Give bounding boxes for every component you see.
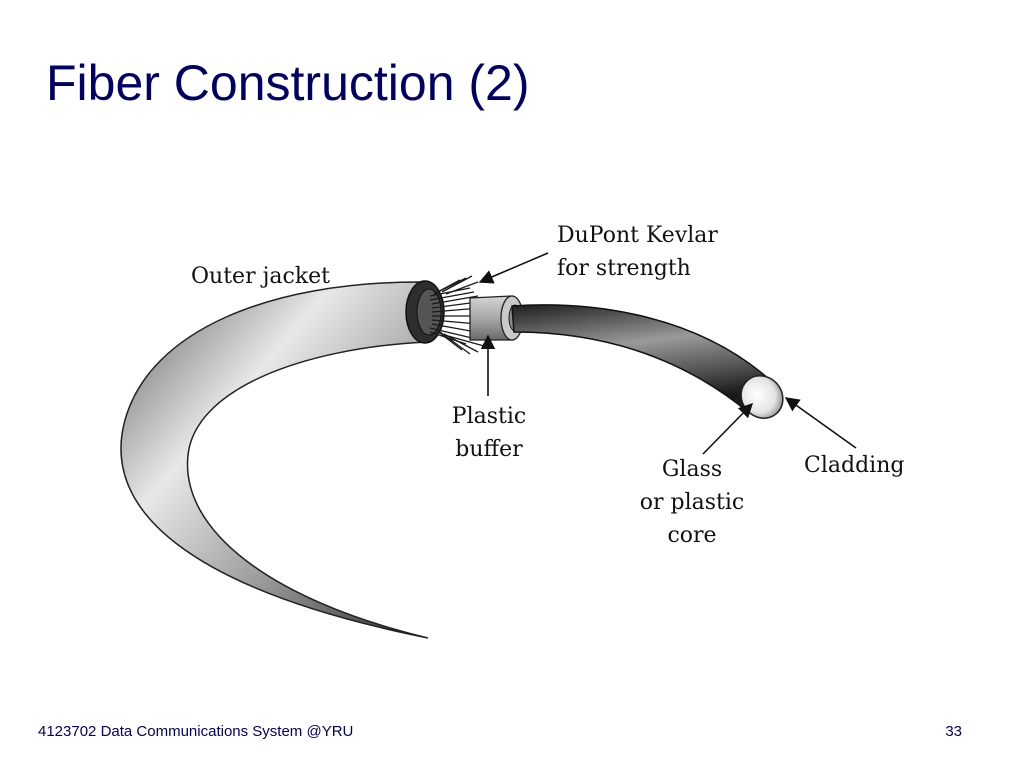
- cladding-arrow: [784, 397, 857, 449]
- core-arrow: [702, 402, 754, 455]
- kevlar-arrow: [478, 252, 549, 284]
- label-cladding: Cladding: [804, 453, 904, 478]
- label-core-line1: Glass: [662, 457, 722, 482]
- label-core-line3: core: [667, 523, 716, 548]
- label-outer-jacket: Outer jacket: [191, 264, 330, 289]
- label-kevlar-line1: DuPont Kevlar: [557, 223, 718, 248]
- slide-title: Fiber Construction (2): [46, 55, 530, 111]
- cladding-shape: [511, 304, 771, 414]
- label-core-line2: or plastic: [640, 490, 744, 515]
- outer-jacket-shape: [120, 281, 429, 639]
- label-buffer-line2: buffer: [455, 437, 523, 462]
- label-kevlar-line2: for strength: [557, 256, 691, 281]
- label-buffer-line1: Plastic: [452, 404, 526, 429]
- footer-page-number: 33: [945, 723, 962, 740]
- footer-course: 4123702 Data Communications System @YRU: [38, 723, 354, 740]
